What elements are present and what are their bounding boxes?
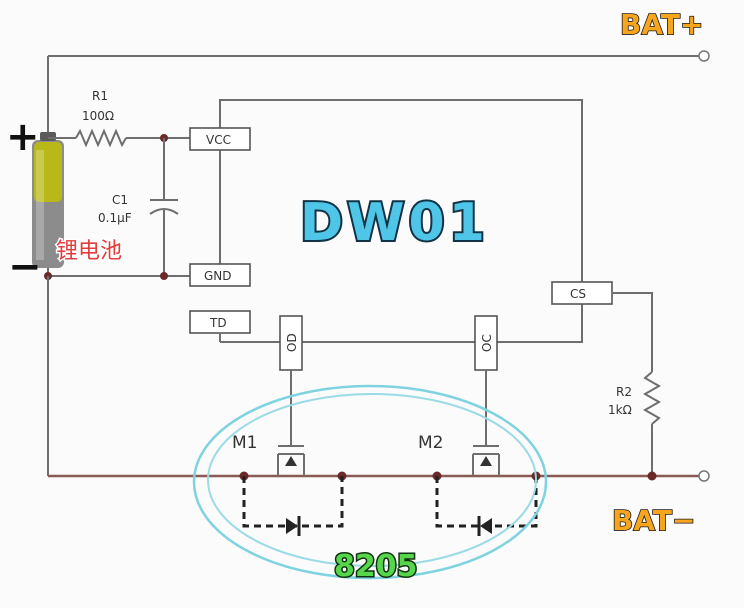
r2-ref: R2 (616, 385, 632, 399)
r2-value: 1kΩ (608, 403, 632, 417)
battery-cap (40, 132, 56, 141)
pin-td-label: TD (209, 316, 227, 330)
c1-ref: C1 (112, 193, 128, 207)
m1-arrow-icon (285, 456, 297, 466)
battery-cell (32, 132, 64, 268)
chip-outline-top-right (219, 99, 583, 288)
bat-minus-label: BAT− (612, 504, 695, 537)
polarity-plus: + (6, 114, 40, 160)
cell-label: 锂电池 (56, 239, 122, 264)
m1-ref: M1 (232, 433, 257, 453)
pin-vcc (189, 127, 251, 151)
junction-gnd (160, 272, 168, 280)
junction-r2 (647, 471, 657, 481)
pin-gnd (189, 263, 251, 287)
c1-value: 0.1μF (98, 211, 132, 225)
m2-ref: M2 (418, 433, 443, 453)
pin-od-label: OD (285, 333, 299, 352)
bat-plus-label: BAT+ (620, 8, 703, 41)
bat-plus-terminal[interactable] (698, 50, 710, 62)
m1-body-diode-path (242, 476, 344, 528)
mosfet-pair-label: 8205 (334, 549, 418, 584)
highlight-ring-outer (192, 384, 548, 580)
m2-body-diode-path (435, 476, 538, 528)
chip-outline-bottom (220, 304, 583, 343)
chip-label: DW01 (300, 193, 489, 253)
highlight-ring-inner (207, 393, 537, 567)
mosfet-m1 (239, 370, 347, 536)
m2-diode-icon (480, 518, 492, 534)
pin-cs-label: CS (570, 287, 586, 301)
polarity-minus: − (8, 244, 42, 290)
pin-oc-label: OC (480, 334, 494, 352)
mosfet-m2 (432, 370, 541, 536)
pin-vcc-label: VCC (206, 133, 231, 147)
m2-arrow-icon (480, 456, 492, 466)
pin-gnd-label: GND (204, 269, 232, 283)
wire-cs-r2 (612, 292, 653, 372)
r2-resistor (642, 371, 662, 425)
r1-value: 100Ω (82, 109, 114, 123)
r1-ref: R1 (92, 89, 108, 103)
battery-charge-band (34, 142, 62, 202)
bat-minus-terminal[interactable] (698, 470, 710, 482)
pin-td (189, 310, 251, 334)
battery-gloss (36, 150, 44, 260)
r1-resistor (75, 128, 127, 148)
m1-diode-icon (286, 518, 298, 534)
